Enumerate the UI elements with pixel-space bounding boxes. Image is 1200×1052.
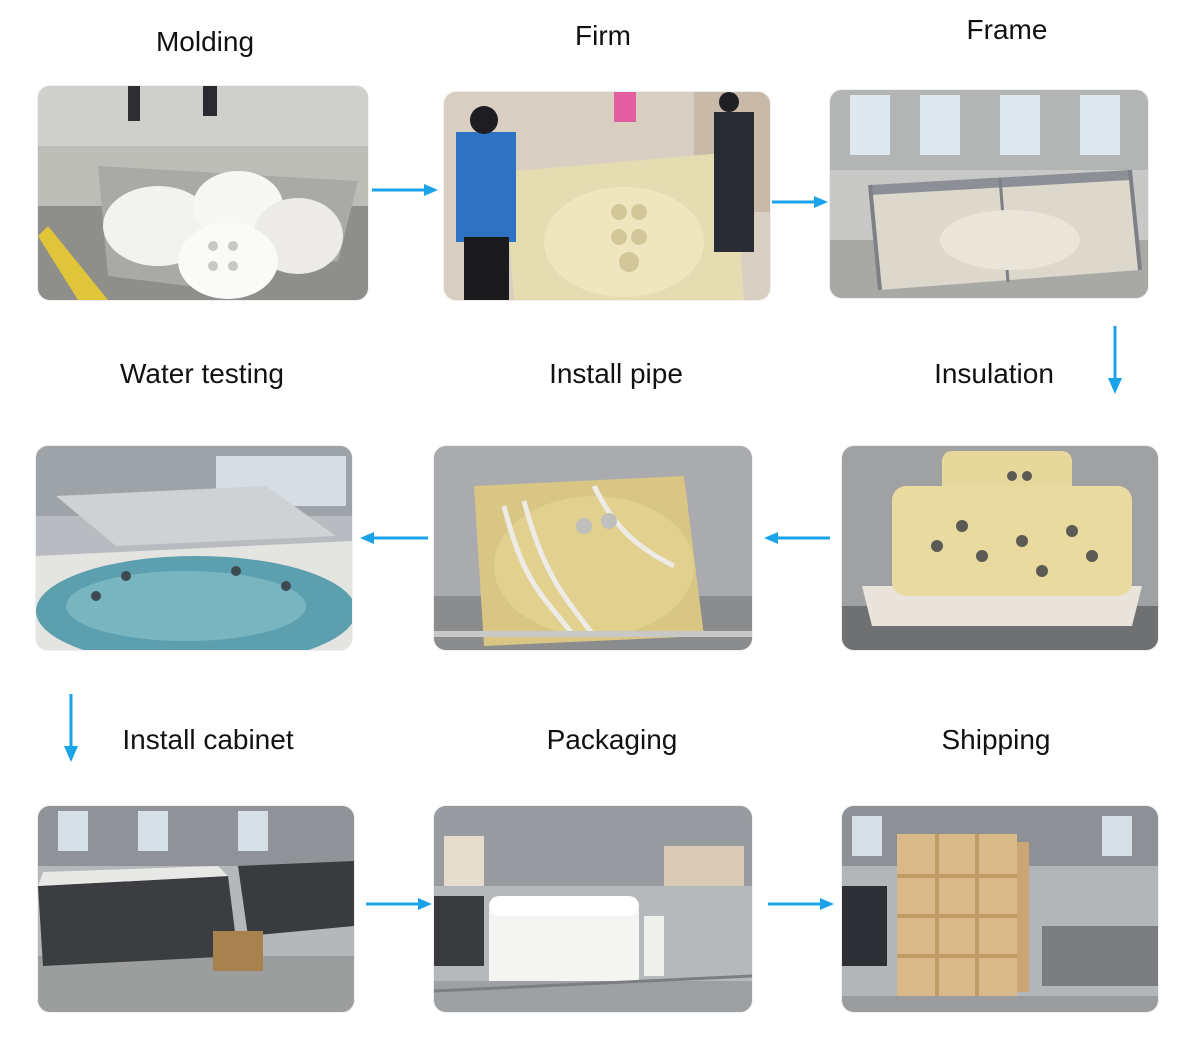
arrow-install-cabinet-to-packaging [366,896,432,912]
arrow-frame-to-insulation [1106,326,1124,394]
step-label-water-testing: Water testing [120,358,284,389]
arrow-insulation-to-install-pipe [764,530,830,546]
step-photo-water-testing [36,446,352,650]
arrow-install-pipe-to-water-testing [360,530,428,546]
step-photo-install-pipe [434,446,752,650]
step-label-install-cabinet: Install cabinet [122,724,294,755]
step-label-frame: Frame [966,14,1048,45]
arrow-packaging-to-shipping [768,896,834,912]
step-label-install-pipe: Install pipe [549,358,683,389]
arrow-left-icon [360,532,428,544]
arrow-left-icon [764,532,830,544]
arrow-water-testing-to-install-cabinet [62,694,80,762]
step-label-packaging: Packaging [546,724,678,755]
step-label-insulation: Insulation [934,358,1054,389]
arrow-molding-to-firm [372,182,438,198]
arrow-firm-to-frame [772,194,828,210]
arrow-right-icon [772,196,828,208]
step-photo-molding [38,86,368,300]
step-photo-frame [830,90,1148,298]
step-photo-firm [444,92,770,300]
step-photo-shipping [842,806,1158,1012]
step-photo-packaging [434,806,752,1012]
arrow-down-icon [1108,326,1122,394]
step-label-firm: Firm [575,20,631,51]
arrow-right-icon [372,184,438,196]
step-photo-install-cabinet [38,806,354,1012]
arrow-down-icon [64,694,78,762]
step-label-molding: Molding [155,26,255,57]
arrow-right-icon [366,898,432,910]
arrow-right-icon [768,898,834,910]
step-photo-insulation [842,446,1158,650]
step-label-shipping: Shipping [941,724,1051,755]
